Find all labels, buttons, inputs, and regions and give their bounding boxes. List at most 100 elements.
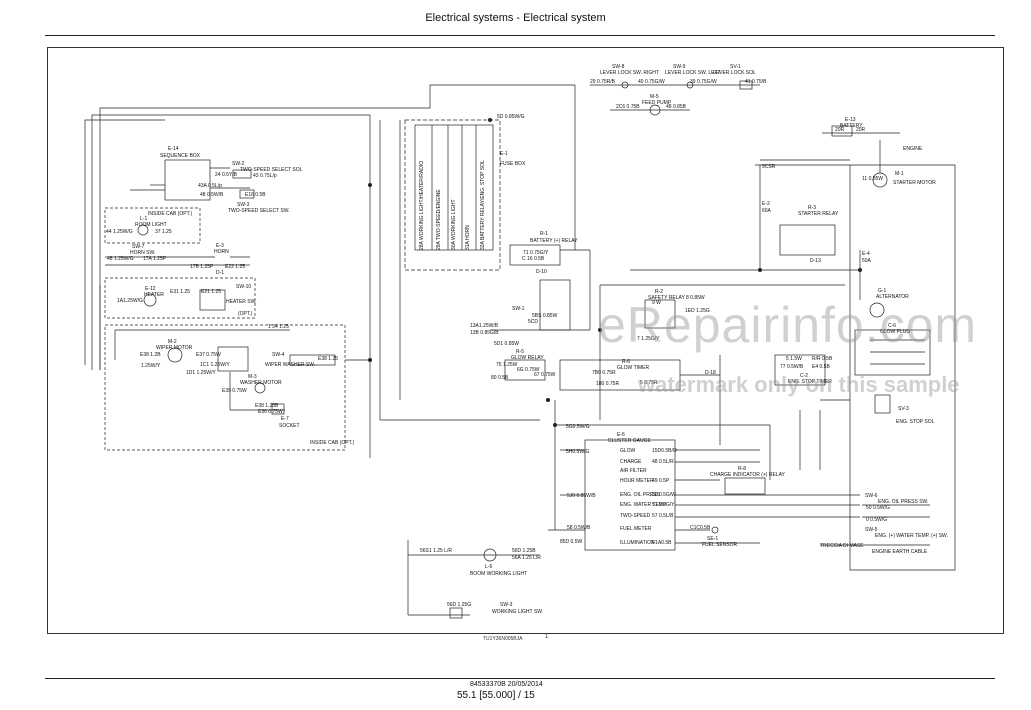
l6-name: BOOM WORKING LIGHT	[470, 571, 527, 577]
wire-label: 67 0.75W	[534, 372, 556, 378]
wire-label: 48 0.5W/B	[200, 192, 224, 198]
gauge-wire: 48 0.5L/R	[652, 459, 674, 465]
sw3-label: SW-3	[237, 202, 250, 208]
wire-label: 7B0 0.75R	[592, 370, 616, 376]
gauge-row: ENG. OIL PRESS	[620, 492, 660, 498]
fuse-label-2: 29A TWO-SPEED/ENGINE	[436, 189, 442, 250]
wire-label: 75 1.25W	[496, 362, 518, 368]
l1-name: ROOM LIGHT	[135, 222, 167, 228]
header-rule	[45, 35, 995, 36]
r1-label: R-1	[540, 231, 548, 237]
wire-label: 1C1 1.25W/Y	[200, 362, 230, 368]
wire-label: 50 0.5W/G	[866, 505, 890, 511]
e6-name: CLUSTER GAUGE	[608, 438, 651, 444]
wire-label: 17A 1.25P	[143, 256, 167, 262]
wire-label: 56D 1.25B	[512, 548, 536, 554]
wire-label: 56S1 1.25 L/R	[420, 548, 452, 554]
r2-name: SAFETY RELAY	[648, 295, 685, 301]
engine-label: ENGINE	[903, 146, 923, 152]
d18-label: D-18	[705, 370, 716, 376]
wire-label: 48 0.85B	[666, 104, 687, 110]
fuse-label-3: 30A WORKING LIGHT	[451, 199, 457, 250]
wire-label: 11 0.85W	[862, 176, 883, 182]
sw9-label: SW-9	[673, 64, 686, 70]
page-title: Electrical systems - Electrical system	[425, 12, 606, 24]
wire-label: 5D 0.85W/G	[497, 114, 525, 120]
gauge-row: HOUR METER	[620, 478, 654, 484]
sw6-name: ENG. OIL PRESS SW.	[878, 499, 928, 505]
c6-name: GLOW PLUG	[880, 329, 910, 335]
wire-label: 2C6 0.75B	[616, 104, 640, 110]
r8-name: CHARGE INDICATOR (+) RELAY	[710, 472, 786, 478]
sw6-label: SW-6	[865, 493, 878, 499]
se1-label: SE-1	[707, 536, 718, 542]
e7-name: SOCKET	[279, 423, 300, 429]
m2-label: M-2	[168, 339, 177, 345]
wire-label: 5G0.5W/G	[566, 424, 590, 430]
wire-label: 37 1.25	[155, 229, 172, 235]
wire-label: C 16 0.5B	[522, 256, 545, 262]
e1-label: E-1	[500, 151, 508, 157]
c2-label: C-2	[800, 373, 808, 379]
wire-label: 13B 0.85G/B	[470, 330, 499, 336]
gauge-row: ENG. WATER TEMP	[620, 502, 667, 508]
m3-label: M-3	[248, 374, 257, 380]
e1-name: FUSE BOX	[500, 161, 526, 167]
e4-label: E-4	[862, 251, 870, 257]
inside-cab2-label: INSIDE CAB (OPT.)	[310, 440, 355, 446]
wire-label: 5D1 0.85W	[494, 341, 519, 347]
r3-name: STARTER RELAY	[798, 211, 839, 217]
r8-label: R-8	[738, 466, 746, 472]
wire-label: 5CD	[528, 319, 538, 325]
l1-label: L-1	[140, 216, 147, 222]
gauge-wire: 51 0.5G/Y	[652, 502, 675, 508]
wire-label: E38 1.2B	[140, 352, 161, 358]
r3-label: R-3	[808, 205, 816, 211]
sw2-label: SW-2	[232, 161, 245, 167]
gauge-row: GLOW	[620, 448, 636, 454]
wire-label: E38 1.25	[318, 356, 338, 362]
e13-label: E-13	[845, 117, 856, 123]
sw5-label: SW-5	[865, 527, 878, 533]
wire-label: 9 W	[652, 300, 661, 306]
sw8-label: SW-8	[612, 64, 625, 70]
sw5-name: ENG. (+) WATER TEMP. (+) SW.	[875, 533, 948, 539]
e14-label: E-14	[168, 146, 179, 152]
wire-label: R/R 0.5B	[812, 356, 833, 362]
gauge-wire: C1C0.5B	[690, 525, 711, 531]
fuse-label-1: 28A WORKING LIGHT/HEATER/RADIO	[419, 161, 425, 250]
m5-label: M-5	[650, 94, 659, 100]
document-id: 84533370B 20/05/2014	[470, 681, 543, 688]
gauge-row: CHARGE	[620, 459, 642, 465]
wire-label: 1D1 1.25W/Y	[186, 370, 216, 376]
wire-label: 40 0.75G/W	[638, 79, 665, 85]
wire-label: 29 0.75R/B	[590, 79, 616, 85]
wire-label: E38 1.25B	[255, 403, 279, 409]
sv3-name: ENG. STOP SOL	[896, 419, 935, 425]
wire-label: 0 0.5W/G	[866, 517, 887, 523]
e7-label: E-7	[281, 416, 289, 422]
wire-label: 77 0.5W/B	[780, 364, 804, 370]
wire-label: E39 0.75W	[222, 388, 247, 394]
sw7-label: SW-7	[132, 244, 145, 250]
r5-name: GLOW RELAY	[511, 355, 544, 361]
sw-wl-label: SW-3	[500, 602, 513, 608]
wire-label: 1ED 1.25G	[685, 308, 710, 314]
e13-name: BATTERY	[840, 123, 863, 129]
sw10-name: HEATER SW.	[226, 299, 256, 305]
wire-label: 9CSR	[762, 164, 776, 170]
m3-name: WASHER MOTOR	[240, 380, 282, 386]
watermark-domain: eRepairinfo.com	[598, 297, 978, 353]
watermark-note: watermark only on this sample	[638, 372, 960, 397]
sv1-label: SV-1	[730, 64, 741, 70]
sv1-name: LEVER LOCK SOL	[713, 70, 756, 76]
wire-label: 13A1.25W/B	[470, 323, 499, 329]
g1-name: ALTERNATOR	[876, 294, 909, 300]
c2-name: ENG. STOP TIMER	[788, 379, 832, 385]
wire-label: 85D 0.5W	[560, 539, 583, 545]
wire-label: 80 0.5B	[491, 375, 509, 381]
r6-label: R-6	[622, 359, 630, 365]
r6-name: GLOW TIMER	[617, 365, 650, 371]
e14-name: SEQUENCE BOX	[160, 153, 201, 159]
